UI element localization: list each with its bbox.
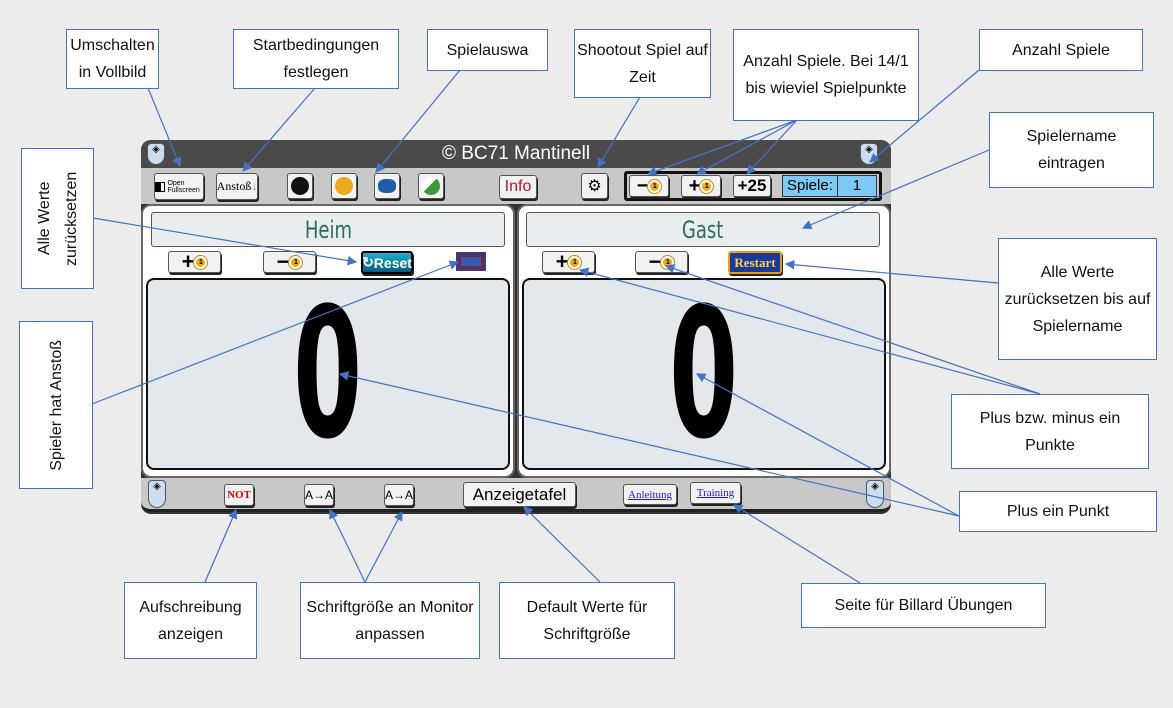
club-crest-icon[interactable]: ◈: [147, 143, 165, 165]
callout-uebungen: Seite für Billard Übungen: [801, 583, 1046, 628]
9-ball-icon: [335, 177, 353, 195]
ball-icon: 1: [700, 179, 714, 193]
callout-plus-minus: Plus bzw. minus ein Punkte: [951, 394, 1149, 469]
home-plus-button[interactable]: +1: [168, 249, 221, 274]
callout-spielauswahl: Spielauswa: [427, 29, 548, 71]
callout-schriftgroesse: Schriftgröße an Monitor anpassen: [300, 582, 480, 659]
app-title: © BC71 Mantinell: [441, 143, 591, 164]
10-ball-icon: [378, 179, 396, 193]
anstoss-button[interactable]: Anstoß↓: [216, 173, 258, 200]
callout-anzahl-spiele: Anzahl Spiele: [979, 29, 1143, 71]
games-count-display: Spiele:1: [782, 175, 877, 197]
callout-startbedingungen: Startbedingungen festlegen: [233, 29, 399, 89]
anzeigetafel-button[interactable]: Anzeigetafel: [463, 482, 576, 507]
training-link[interactable]: Training: [690, 482, 741, 504]
8-ball-icon: [291, 177, 309, 195]
14-1-ball-icon: [422, 177, 440, 195]
ball-icon: 1: [289, 255, 303, 269]
fullscreen-icon: [155, 181, 166, 192]
games-plus-button[interactable]: +1: [681, 175, 721, 197]
game-8-ball-button[interactable]: [287, 173, 313, 199]
home-score[interactable]: 0: [146, 278, 510, 470]
reset-button[interactable]: ↻Reset: [361, 251, 413, 274]
ball-icon: 1: [568, 255, 582, 269]
home-name-field[interactable]: Heim: [151, 212, 505, 247]
games-count-value: 1: [852, 177, 862, 194]
anleitung-link[interactable]: Anleitung: [623, 484, 677, 505]
guest-name-field[interactable]: Gast: [526, 212, 880, 247]
ball-icon: 1: [194, 255, 208, 269]
game-9-ball-button[interactable]: [331, 173, 357, 199]
fullscreen-button[interactable]: Open Fullscreen: [154, 173, 204, 200]
home-minus-button[interactable]: −1: [263, 249, 316, 274]
game-14-1-button[interactable]: [418, 173, 444, 199]
font-smaller-button[interactable]: A→A: [384, 484, 414, 506]
shootout-button[interactable]: ⚙: [581, 173, 608, 199]
callout-shootout: Shootout Spiel auf Zeit: [574, 29, 711, 98]
reset-icon: ↻: [362, 254, 374, 270]
callout-plus-ein-punkt: Plus ein Punkt: [959, 491, 1157, 532]
mascot-icon: ◈: [148, 480, 166, 508]
info-button[interactable]: Info: [499, 175, 537, 199]
ball-icon: 1: [648, 179, 662, 193]
callout-aufschreibung: Aufschreibung anzeigen: [124, 582, 257, 659]
mascot-icon: ◈: [866, 480, 884, 508]
callout-anzahl-punkte: Anzahl Spiele. Bei 14/1 bis wieviel Spie…: [733, 29, 919, 121]
font-larger-button[interactable]: A→A: [304, 484, 334, 506]
game-10-ball-button[interactable]: [374, 173, 400, 199]
games-plus25-button[interactable]: +25: [733, 175, 771, 197]
callout-reset: Alle Werte zurücksetzen: [21, 148, 94, 289]
shootout-clock-icon: ⚙: [587, 178, 602, 195]
not-button[interactable]: NOT: [224, 484, 254, 506]
callout-vollbild: Umschalten in Vollbild: [66, 29, 159, 89]
restart-button[interactable]: Restart: [728, 251, 782, 274]
callout-default-font: Default Werte für Schriftgröße: [499, 582, 675, 659]
arrow-down-icon: ↓: [251, 179, 258, 193]
callout-anstoss: Spieler hat Anstoß: [19, 321, 93, 489]
callout-restart: Alle Werte zurücksetzen bis auf Spielern…: [998, 238, 1157, 360]
callout-spielername: Spielername eintragen: [989, 112, 1154, 188]
guest-plus-button[interactable]: +1: [542, 249, 595, 274]
